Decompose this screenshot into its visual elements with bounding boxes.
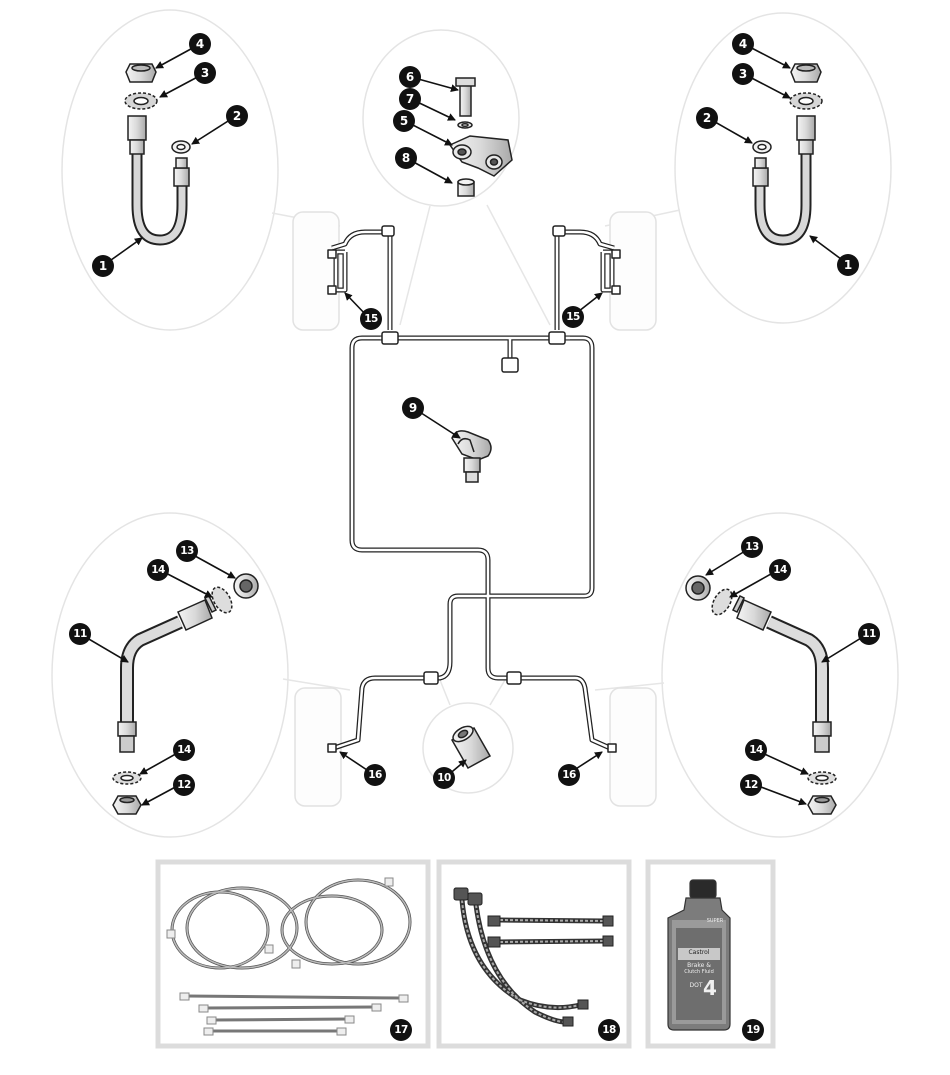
callout-12-rear-left[interactable]: 12 [173, 774, 195, 796]
bottle-super-label: SUPER [706, 918, 724, 924]
connector-part [450, 725, 492, 770]
brake-fluid-bottle [667, 879, 731, 1031]
front-right-hose-parts [752, 63, 823, 246]
detail-circle-front-left [61, 9, 279, 331]
callout-8[interactable]: 8 [395, 147, 417, 169]
callout-14-rear-right-top[interactable]: 14 [769, 559, 791, 581]
callout-7[interactable]: 7 [399, 88, 421, 110]
product-box-17 [155, 859, 431, 1049]
callout-10[interactable]: 10 [433, 767, 455, 789]
callout-19[interactable]: 19 [742, 1019, 764, 1041]
callout-15-left[interactable]: 15 [360, 308, 382, 330]
front-left-hose-parts [124, 63, 191, 246]
callout-16-right[interactable]: 16 [558, 764, 580, 786]
wheel-front-right [609, 211, 657, 331]
callout-13-rear-left[interactable]: 13 [176, 540, 198, 562]
callout-11-rear-left[interactable]: 11 [69, 623, 91, 645]
brake-pipe-kit-coils [166, 877, 412, 1036]
callout-2-front-left[interactable]: 2 [226, 105, 248, 127]
callout-4-front-left[interactable]: 4 [189, 33, 211, 55]
callout-3-front-left[interactable]: 3 [194, 62, 216, 84]
callout-1-front-left[interactable]: 1 [92, 255, 114, 277]
brake-pipe-network [327, 225, 621, 753]
rear-left-hose-parts [112, 573, 259, 815]
detail-circle-connector [422, 702, 514, 794]
callout-12-rear-right[interactable]: 12 [740, 774, 762, 796]
detail-circle-t-piece [362, 29, 520, 207]
detail-circle-rear-left [51, 512, 289, 838]
callout-13-rear-right[interactable]: 13 [741, 536, 763, 558]
bottle-brand-label: Castrol [688, 949, 710, 956]
rear-right-hose-parts [685, 575, 837, 815]
callout-18[interactable]: 18 [598, 1019, 620, 1041]
callout-4-front-right[interactable]: 4 [732, 33, 754, 55]
detail-circle-front-right [674, 12, 892, 324]
callout-16-left[interactable]: 16 [364, 764, 386, 786]
callout-2-front-right[interactable]: 2 [696, 107, 718, 129]
callout-1-front-right[interactable]: 1 [837, 254, 859, 276]
callout-9[interactable]: 9 [402, 397, 424, 419]
callout-11-rear-right[interactable]: 11 [858, 623, 880, 645]
t-piece-parts [448, 77, 513, 197]
callout-14-rear-right-bottom[interactable]: 14 [745, 739, 767, 761]
bottle-product-line1: Brake & [687, 962, 711, 969]
product-box-18 [436, 859, 632, 1049]
product-box-19 [645, 859, 776, 1049]
callout-6[interactable]: 6 [399, 66, 421, 88]
callout-5[interactable]: 5 [393, 110, 415, 132]
bottle-product-line2: Clutch Fluid [684, 969, 714, 975]
braided-hose-kit [453, 887, 614, 1027]
callout-14-rear-left-top[interactable]: 14 [147, 559, 169, 581]
callout-14-rear-left-bottom[interactable]: 14 [173, 739, 195, 761]
wheel-rear-right [609, 687, 657, 807]
pipe-clip-part [451, 430, 492, 483]
callout-3-front-right[interactable]: 3 [732, 63, 754, 85]
detail-circle-rear-right [661, 512, 899, 838]
bottle-grade-label: DOT [689, 982, 703, 989]
callout-15-right[interactable]: 15 [562, 306, 584, 328]
bottle-grade-number: 4 [703, 976, 717, 1000]
wheel-front-left [292, 211, 340, 331]
callout-17[interactable]: 17 [390, 1019, 412, 1041]
